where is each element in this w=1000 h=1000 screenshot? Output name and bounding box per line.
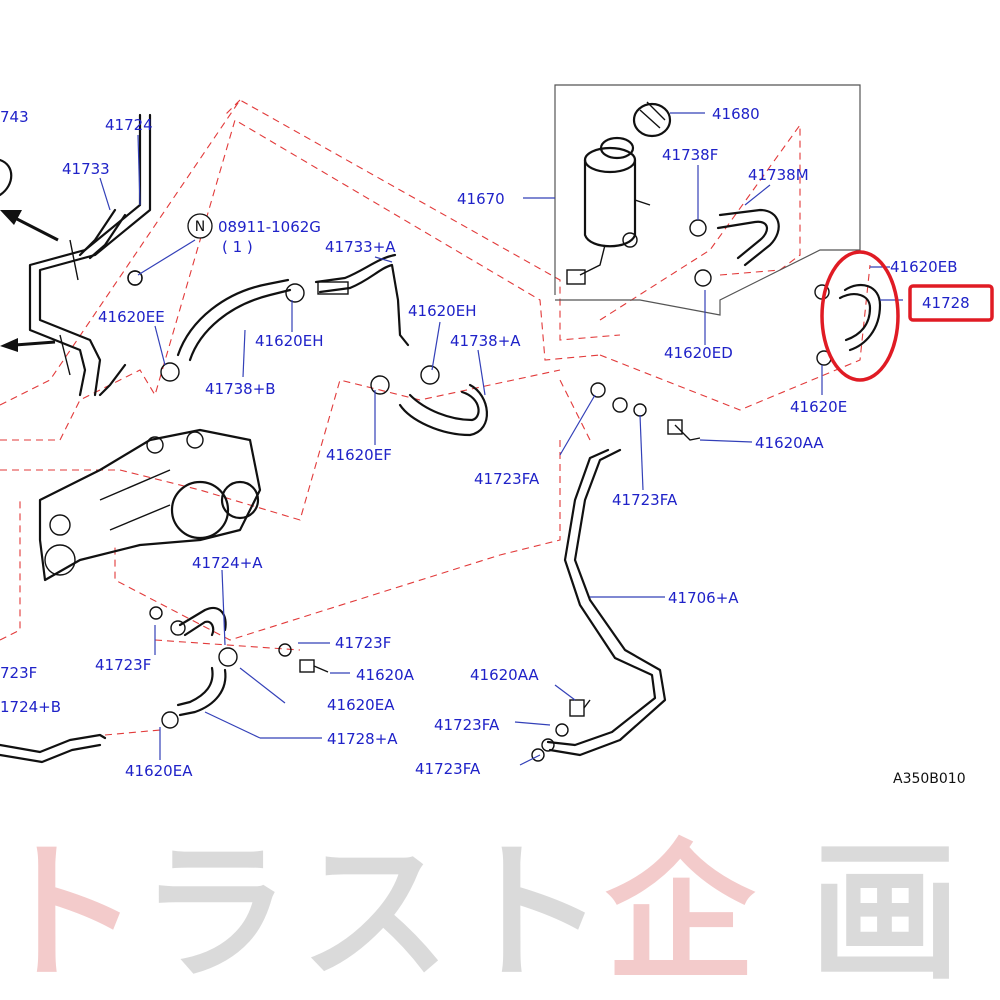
label-41724[interactable]: 41724 <box>105 116 153 134</box>
label-41738b[interactable]: 41738+B <box>205 380 276 398</box>
hose-41724a <box>149 606 238 667</box>
label-41738a[interactable]: 41738+A <box>450 332 521 350</box>
label-41620aa-a[interactable]: 41620AA <box>755 434 824 452</box>
label-41620eh-a[interactable]: 41620EH <box>255 332 323 350</box>
hose-41728a <box>161 666 227 729</box>
pipe-41724b <box>0 733 107 764</box>
note-symbol: N <box>195 219 205 235</box>
label-41738m[interactable]: 41738M <box>748 166 809 184</box>
note-quantity: ( 1 ) <box>222 238 253 256</box>
label-41620ef[interactable]: 41620EF <box>326 446 392 464</box>
pipe-41706a <box>531 382 667 762</box>
label-41620ed[interactable]: 41620ED <box>664 344 733 362</box>
label-41620ea-b[interactable]: 41620EA <box>125 762 193 780</box>
label-41620eh-b[interactable]: 41620EH <box>408 302 476 320</box>
label-41738f[interactable]: 41738F <box>662 146 718 164</box>
cap-41680 <box>632 101 672 138</box>
label-41724b[interactable]: 1724+B <box>0 698 61 716</box>
label-41723fa-b[interactable]: 41723FA <box>612 491 678 509</box>
hose-41738m <box>689 208 780 287</box>
label-41723fa-d[interactable]: 41723FA <box>415 760 481 778</box>
svg-text:ト: ト <box>455 827 605 1000</box>
label-41733a[interactable]: 41733+A <box>325 238 396 256</box>
watermark: ト ラ ス ト 企 画 <box>0 827 960 1000</box>
label-41620ea-a[interactable]: 41620EA <box>327 696 395 714</box>
label-41620aa-b[interactable]: 41620AA <box>470 666 539 684</box>
diagram-code: A350B010 <box>893 771 966 787</box>
leader-lines <box>99 112 903 766</box>
label-41728a[interactable]: 41728+A <box>327 730 398 748</box>
svg-text:画: 画 <box>810 827 960 1000</box>
label-41620e[interactable]: 41620E <box>790 398 847 416</box>
left-pipe-assembly <box>0 113 152 397</box>
bolts <box>278 419 701 717</box>
assembly-outline-dashes <box>0 99 871 736</box>
note-symbol-circle <box>187 213 213 239</box>
label-41733[interactable]: 41733 <box>62 160 110 178</box>
note-bolt-08911 <box>127 270 143 286</box>
label-41723f-a[interactable]: 41723F <box>335 634 391 652</box>
hose-41738b <box>160 278 305 382</box>
label-41723fa-a[interactable]: 41723FA <box>474 470 540 488</box>
svg-text:ラ: ラ <box>140 827 290 1000</box>
label-41620a[interactable]: 41620A <box>356 666 415 684</box>
label-41728[interactable]: 41728 <box>922 294 970 312</box>
label-41724a[interactable]: 41724+A <box>192 554 263 572</box>
label-41723fa-c[interactable]: 41723FA <box>434 716 500 734</box>
svg-text:ス: ス <box>300 827 450 1000</box>
arrow-upper <box>0 210 59 242</box>
arrow-lower <box>0 338 56 352</box>
svg-text:企: 企 <box>605 827 756 1000</box>
note-part-number: 08911-1062G <box>218 218 321 236</box>
hose-41738a <box>370 365 488 437</box>
part-labels: 743 41724 41733 41733+A 41620EE 41620EH … <box>0 105 970 780</box>
label-41723f-c[interactable]: 723F <box>0 664 37 682</box>
label-41670[interactable]: 41670 <box>457 190 505 208</box>
highlight-box <box>908 284 994 322</box>
reservoir-group-frame <box>554 84 861 316</box>
throttle-body <box>38 428 262 582</box>
label-41620eb[interactable]: 41620EB <box>890 258 958 276</box>
svg-text:ト: ト <box>0 827 140 1000</box>
label-41723f-b[interactable]: 41723F <box>95 656 151 674</box>
label-41680[interactable]: 41680 <box>712 105 760 123</box>
label-41706a[interactable]: 41706+A <box>668 589 739 607</box>
highlight-circle <box>820 250 900 382</box>
reservoir-41670 <box>566 136 651 285</box>
pipe-41733a <box>314 253 410 347</box>
label-41743[interactable]: 743 <box>0 108 29 126</box>
label-41620ee[interactable]: 41620EE <box>98 308 165 326</box>
